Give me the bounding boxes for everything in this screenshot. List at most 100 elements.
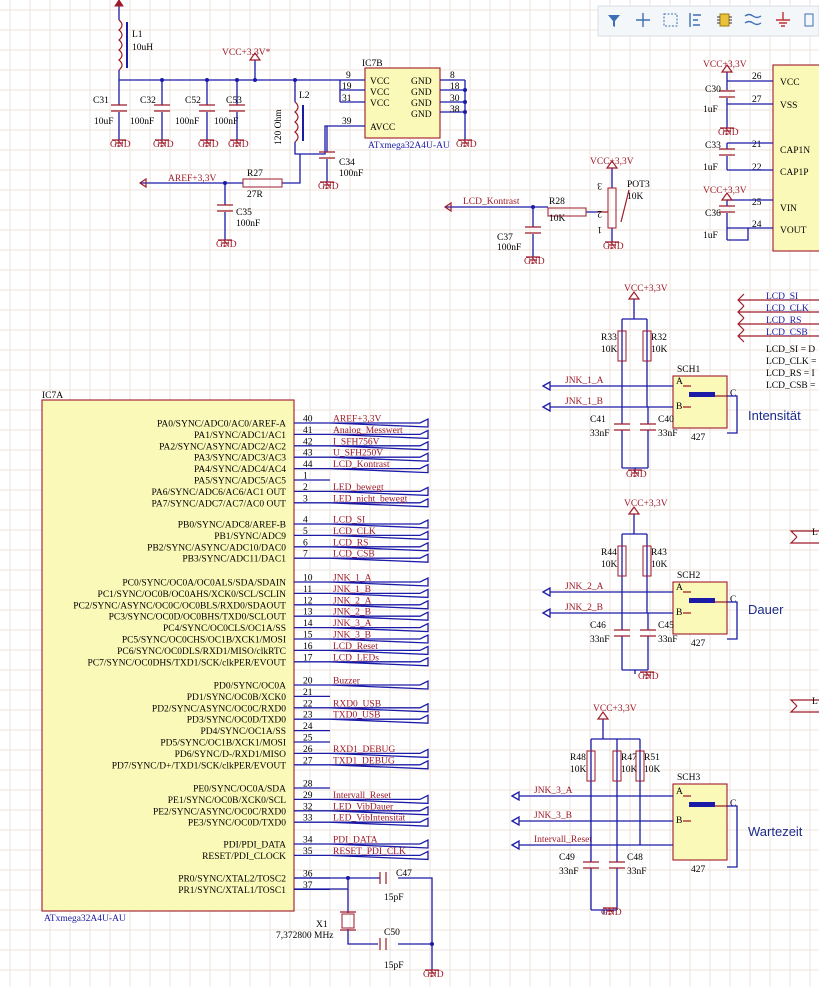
net-label: JNK_1_B — [333, 585, 371, 595]
switch-ref: SCH2 — [677, 571, 700, 581]
svg-text:GND: GND — [411, 88, 432, 98]
c31[interactable]: C31 10uF — [93, 80, 127, 140]
crosshair-icon[interactable] — [636, 13, 650, 27]
align-icon[interactable] — [689, 13, 701, 27]
switch-sch1[interactable]: SCH1427IntensitätABCJNK_1_AJNK_1_BR3310K… — [541, 284, 801, 472]
svg-text:C46: C46 — [590, 621, 606, 631]
pin-number: 29 — [303, 791, 313, 801]
cap-c46[interactable]: C46 33nF — [590, 592, 630, 670]
pin-a: A — [676, 377, 683, 387]
svg-text:R27: R27 — [247, 169, 263, 179]
net-label: TXD1_DEBUG — [333, 756, 395, 766]
pot3[interactable]: POT3 10K 3 2 1 VCC+3,3V — [590, 157, 650, 242]
lcd-kontrast-net: LCD_Kontrast — [463, 197, 520, 207]
r28[interactable]: R28 10K — [547, 197, 587, 224]
c37[interactable]: C37 100nF — [497, 226, 541, 253]
c34[interactable]: C34 100nF — [319, 126, 363, 182]
regulator[interactable]: VCC VSS CAP1N CAP1P VIN VOUT 26 27 21 22… — [703, 60, 819, 252]
gnd-icon[interactable] — [776, 12, 790, 27]
svg-text:R51: R51 — [644, 753, 660, 763]
svg-text:GND: GND — [198, 140, 219, 150]
svg-text:10K: 10K — [549, 214, 566, 224]
more-icon[interactable] — [804, 13, 814, 27]
select-rect-icon[interactable] — [663, 13, 678, 27]
c35[interactable]: C35 100nF — [217, 181, 260, 240]
svg-text:R32: R32 — [651, 333, 667, 343]
ic7a[interactable]: IC7A ATxmega32A4U-AU PA0/SYNC/ADC0/AC0/A… — [41, 391, 429, 924]
svg-text:120 Ohm: 120 Ohm — [274, 109, 284, 145]
filter-icon[interactable] — [608, 15, 620, 27]
svg-text:7,372800 MHz: 7,372800 MHz — [276, 931, 334, 941]
switch-sch2[interactable]: SCH2427DauerABCJNK_2_AJNK_2_BR4410KR4310… — [541, 499, 784, 674]
crystal[interactable]: X1 7,372800 MHz C47 15pF C50 15pF — [276, 869, 434, 971]
svg-text:R33: R33 — [601, 333, 617, 343]
svg-text:X1: X1 — [316, 920, 328, 930]
ic7b[interactable]: IC7B ATxmega32A4U-AU 9 19 31 39 VCC VCC … — [339, 59, 467, 151]
svg-text:39: 39 — [342, 117, 352, 127]
component-icon[interactable] — [717, 13, 732, 27]
svg-text:33nF: 33nF — [590, 635, 610, 645]
pin-number: 4 — [303, 516, 308, 526]
net-label: LCD_Reset — [333, 642, 378, 652]
svg-text:10K: 10K — [570, 765, 587, 775]
pin-name: PD1/SYNC/OC0B/XCK0 — [187, 693, 286, 703]
bus-icon[interactable] — [744, 13, 762, 26]
pin-b: B — [676, 402, 682, 412]
c52[interactable]: C52 100nF — [175, 80, 215, 140]
switch-sch3[interactable]: SCH3427WartezeitABCJNK_3_AJNK_3_BInterva… — [510, 704, 803, 914]
r27[interactable]: R27 27R — [242, 169, 283, 200]
net-label: LED_nicht_bewegt — [333, 494, 408, 504]
c53[interactable]: C53 100nF — [214, 80, 245, 140]
pin-number: 28 — [303, 780, 313, 790]
pin-name: PC5/SYNC/OC0CHS/OC1B/XCK1/MOSI — [122, 636, 286, 646]
c32[interactable]: C32 100nF — [130, 80, 170, 140]
